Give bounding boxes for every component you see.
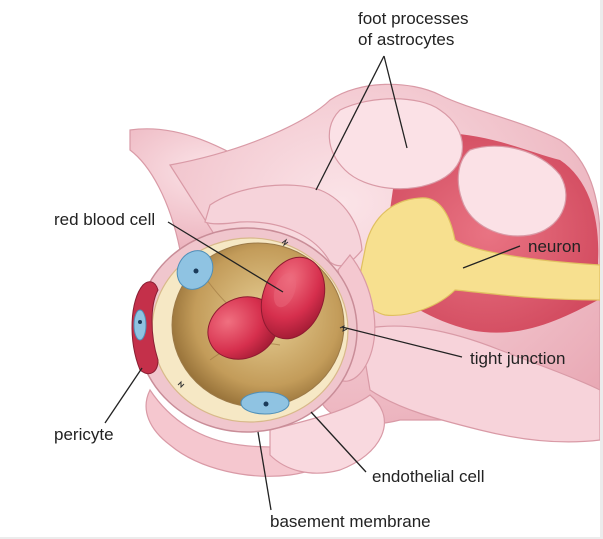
bottom-edge-strip <box>0 537 603 539</box>
label-tight-junction: tight junction <box>470 349 566 368</box>
label-basement-membrane: basement membrane <box>270 512 431 531</box>
leader-astrocytes-right <box>383 55 408 149</box>
label-endothelial-cell: endothelial cell <box>372 467 485 486</box>
leader-red-blood-cell <box>167 221 284 293</box>
leader-endothelial-cell <box>310 411 367 473</box>
leader-basement-membrane <box>257 431 272 511</box>
leader-lines <box>104 55 521 511</box>
label-astrocytes-line2: of astrocytes <box>358 30 455 49</box>
label-red-blood-cell: red blood cell <box>54 210 156 229</box>
leader-neuron <box>462 245 521 269</box>
label-pericyte: pericyte <box>54 425 114 444</box>
label-neuron: neuron <box>528 237 581 256</box>
label-astrocytes: foot processes of astrocytes <box>358 8 469 50</box>
label-astrocytes-line1: foot processes <box>358 9 469 28</box>
leader-tight-junction <box>341 326 463 358</box>
leader-pericyte <box>104 367 143 424</box>
endothelial-nuclei <box>176 250 290 415</box>
pericyte-shape <box>131 281 159 375</box>
leader-astrocytes-left <box>315 55 385 191</box>
red-blood-cells <box>207 256 326 360</box>
right-edge-strip <box>600 0 603 539</box>
